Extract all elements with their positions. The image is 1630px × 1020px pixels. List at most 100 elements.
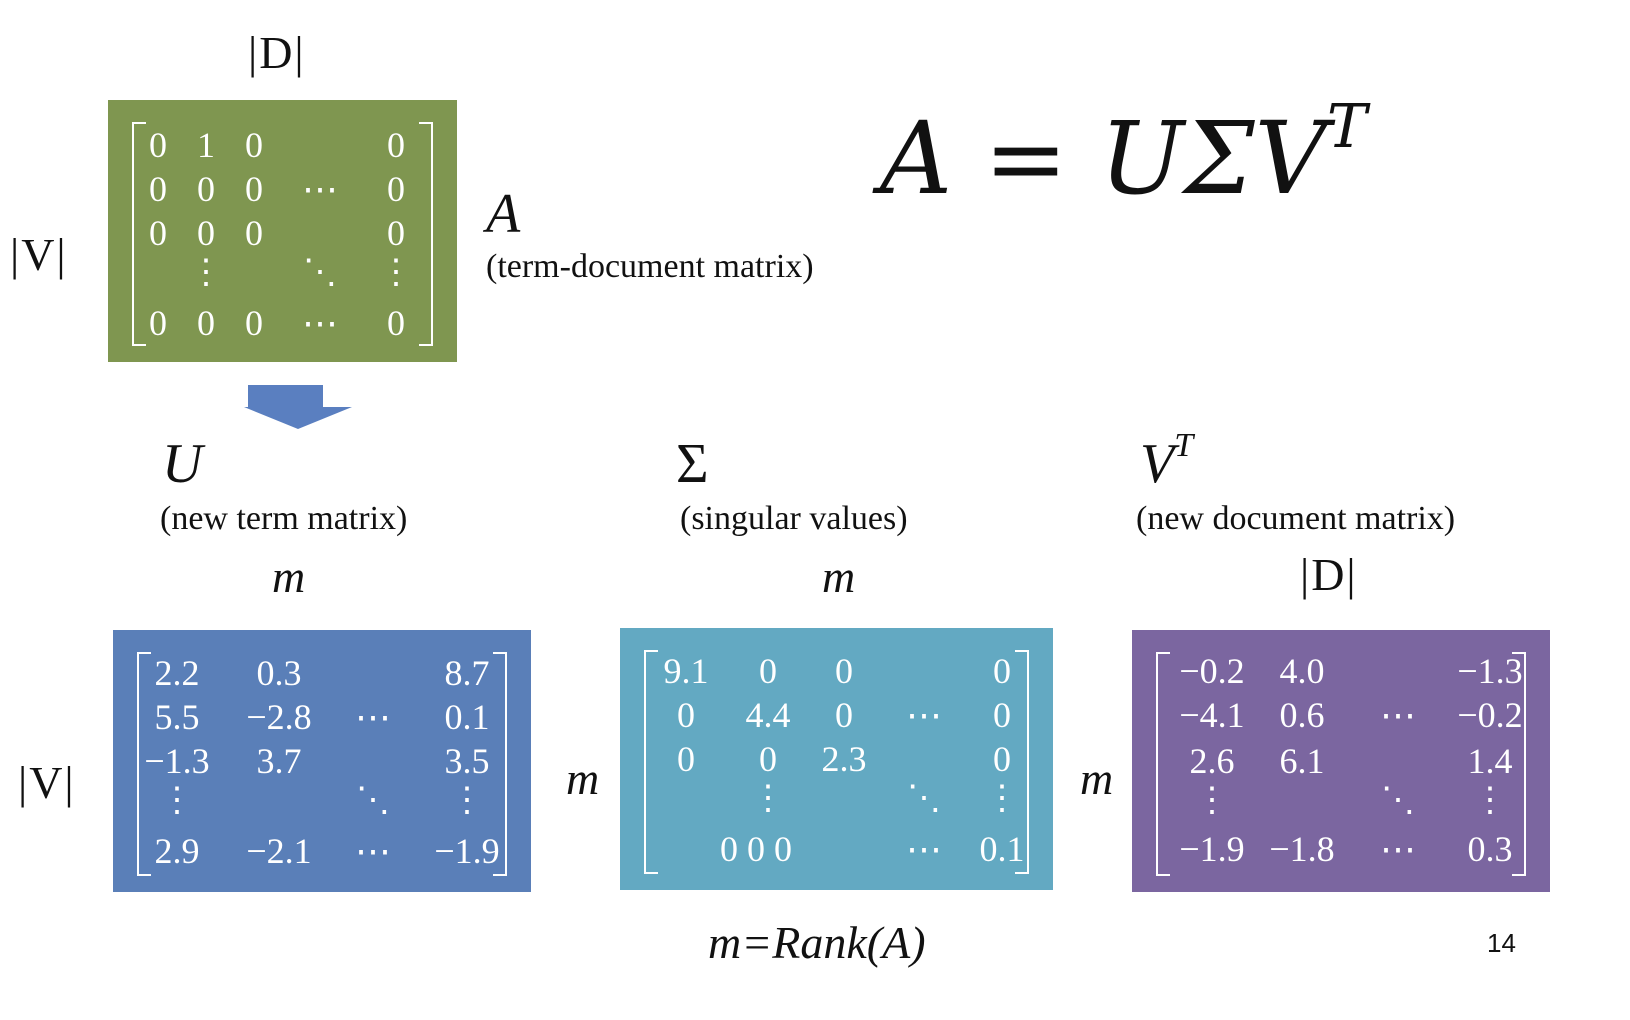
matrix-u-row-dim: |V| [18, 757, 76, 808]
matrix-cell: ⋯ [355, 831, 391, 871]
matrix-cell: 5.5 [154, 697, 200, 737]
matrix-cell: 0 [993, 739, 1011, 779]
matrix-cell: 2.9 [154, 831, 200, 871]
matrix-cell: 0.6 [1279, 695, 1325, 735]
matrix-a-row-dim: |V| [10, 229, 68, 280]
matrix-cell: −2.8 [246, 697, 312, 737]
matrix-u-label: U [162, 433, 203, 495]
matrix-a-col-dim: |D| [248, 27, 306, 78]
equation-rhs: UΣV [1099, 100, 1327, 217]
matrix-cell: ⋱ [356, 782, 390, 819]
matrix-cell: 0 [149, 303, 167, 343]
left-bracket [644, 650, 658, 874]
matrix-cell: 4.0 [1279, 651, 1325, 691]
matrix-cell: 0 [387, 213, 405, 253]
matrix-cell: ⋱ [303, 254, 337, 291]
matrix-cell: 0 [835, 651, 853, 691]
matrix-cell: 0 [993, 651, 1011, 691]
matrix-cell: 2.6 [1189, 741, 1235, 781]
matrix-cell: ⋯ [302, 303, 338, 343]
matrix-cell: 9.1 [663, 651, 709, 691]
matrix-cell: ⋯ [906, 829, 942, 869]
matrix-cell: ⋮ [189, 254, 223, 291]
matrix-cell: 0 [387, 125, 405, 165]
matrix-cell: −2.1 [246, 831, 312, 871]
matrix-cell: 2.2 [154, 653, 200, 693]
matrix-cell: 0 [993, 695, 1011, 735]
matrix-cell: 8.7 [444, 653, 490, 693]
matrix-cell: ⋮ [1195, 782, 1229, 819]
matrix-v-row-dim: m [1080, 753, 1114, 804]
matrix-cell: ⋯ [1380, 829, 1416, 869]
rank-note: m=Rank(A) [708, 917, 926, 968]
matrix-cell: 4.4 [745, 695, 791, 735]
left-bracket [132, 122, 146, 346]
matrix-cell: −1.3 [144, 741, 210, 781]
matrix-cell: 0 [197, 303, 215, 343]
matrix-cell: ⋱ [907, 780, 941, 817]
matrix-cell: −0.2 [1179, 651, 1245, 691]
matrix-v-label: VT [1140, 427, 1193, 496]
matrix-cell: ⋮ [379, 254, 413, 291]
matrix-cell: 0.3 [256, 653, 302, 693]
matrix-a-caption: (term-document matrix) [486, 248, 814, 285]
matrix-cell: 1.4 [1467, 741, 1513, 781]
matrix-v-col-dim: |D| [1300, 549, 1358, 600]
matrix-cell: ⋱ [1381, 782, 1415, 819]
matrix-cell: 6.1 [1279, 741, 1325, 781]
matrix-cell: ⋯ [355, 697, 391, 737]
matrix-cell: ⋯ [302, 169, 338, 209]
matrix-cell: ⋮ [1473, 782, 1507, 819]
matrix-cell: ⋮ [160, 782, 194, 819]
matrix-u-col-dim: m [272, 551, 306, 602]
matrix-cell: 0.3 [1467, 829, 1513, 869]
equation-transpose: T [1326, 91, 1367, 162]
page-number: 14 [1487, 928, 1516, 958]
matrix-cell: 0 [245, 125, 263, 165]
matrix-cell: ⋮ [751, 780, 785, 817]
matrix-s-col-dim: m [822, 551, 856, 602]
down-arrow-icon [244, 385, 352, 429]
right-bracket [493, 652, 507, 876]
matrix-cell: −1.3 [1457, 651, 1523, 691]
matrix-cell: 0 [759, 651, 777, 691]
right-bracket [1015, 650, 1029, 874]
matrix-cell: 0 [245, 213, 263, 253]
matrix-cell: −1.8 [1269, 829, 1335, 869]
matrix-u-caption: (new term matrix) [160, 500, 408, 537]
matrix-cell: 0.1 [444, 697, 490, 737]
matrix-cell: 0 [387, 303, 405, 343]
matrix-cell: ⋯ [1380, 695, 1416, 735]
matrix-cell: 0 [149, 213, 167, 253]
matrix-cell: 0 [197, 169, 215, 209]
matrix-cell: 3.7 [256, 741, 302, 781]
matrix-cell: 0 0 0 [720, 829, 792, 869]
matrix-v-caption: (new document matrix) [1136, 500, 1456, 537]
matrix-cell: 0 [759, 739, 777, 779]
matrix-v-label-main: V [1140, 433, 1175, 495]
equation-lhs: A [880, 100, 953, 217]
matrix-cell: 0 [197, 213, 215, 253]
left-bracket [1156, 652, 1170, 876]
matrix-s-row-dim: m [566, 753, 600, 804]
matrix-cell: 0 [245, 169, 263, 209]
matrix-cell: ⋮ [985, 780, 1019, 817]
matrix-cell: 0 [245, 303, 263, 343]
matrix-cell: −1.9 [434, 831, 500, 871]
right-bracket [419, 122, 433, 346]
equation-equals: = [984, 100, 1068, 217]
matrix-cell: −1.9 [1179, 829, 1245, 869]
matrix-cell: 0 [387, 169, 405, 209]
matrix-cell: 0 [677, 739, 695, 779]
matrix-cell: 0 [835, 695, 853, 735]
matrix-cell: 0 [677, 695, 695, 735]
matrix-a-label: A [486, 183, 521, 245]
matrix-cell: 0 [149, 125, 167, 165]
matrix-cell: 3.5 [444, 741, 490, 781]
matrix-cell: −0.2 [1457, 695, 1523, 735]
matrix-cell: ⋮ [450, 782, 484, 819]
